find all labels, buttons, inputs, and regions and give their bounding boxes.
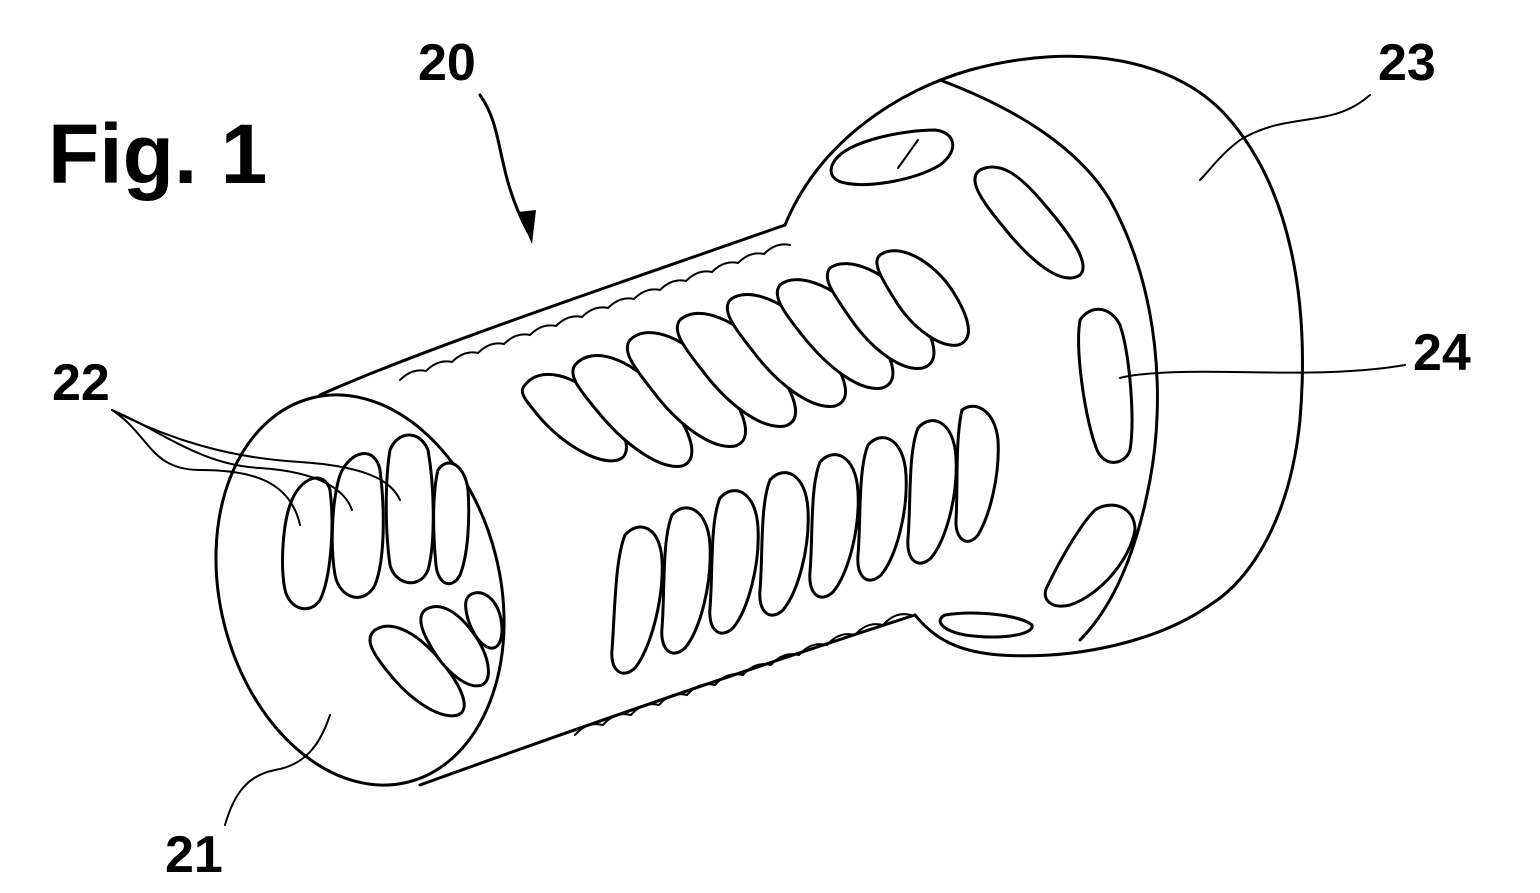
slot — [520, 372, 628, 463]
outer-slots-lower — [610, 404, 1000, 675]
tube-body — [318, 223, 917, 787]
flange-opening — [973, 165, 1085, 280]
label-20: 20 — [418, 34, 476, 92]
leader-22 — [111, 409, 401, 526]
leader-20 — [478, 93, 536, 244]
slot — [571, 354, 694, 468]
flange-opening — [938, 611, 1034, 639]
slot — [660, 506, 712, 655]
label-23: 23 — [1378, 34, 1436, 92]
slot — [384, 433, 435, 585]
outer-slots-upper — [520, 249, 970, 468]
label-24: 24 — [1413, 324, 1471, 382]
slot — [610, 525, 664, 675]
slot — [432, 461, 471, 586]
leader-24 — [1119, 364, 1406, 379]
slot — [330, 452, 385, 599]
slot — [464, 591, 504, 650]
slot — [856, 436, 908, 582]
slot — [708, 489, 760, 635]
flange-opening — [829, 128, 954, 186]
slot — [758, 471, 810, 617]
slot — [954, 404, 1000, 543]
flange-opening-24 — [1077, 307, 1134, 464]
slot — [906, 419, 958, 565]
figure-title: Fig. 1 — [48, 107, 267, 201]
open-end-21 — [214, 393, 506, 787]
slot — [281, 476, 334, 611]
slot — [419, 605, 490, 688]
slot — [808, 453, 860, 599]
label-21: 21 — [165, 826, 223, 884]
leader-23 — [1199, 94, 1371, 181]
label-22: 22 — [52, 354, 110, 412]
flange-opening — [1043, 503, 1137, 608]
slot — [368, 624, 466, 718]
slot — [875, 249, 970, 347]
inner-slots-22 — [281, 433, 504, 718]
flange-23 — [783, 54, 1304, 658]
leader-21 — [224, 714, 331, 826]
